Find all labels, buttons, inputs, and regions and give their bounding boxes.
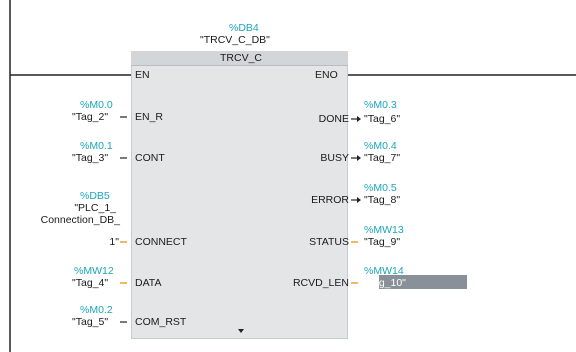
pin-status: STATUS <box>309 236 349 248</box>
arrow-done <box>357 116 361 122</box>
operand-cont-tag[interactable]: "Tag_3" <box>72 152 109 164</box>
operand-connect-tag-line3[interactable]: 1" <box>109 236 119 248</box>
operand-busy-tag[interactable]: "Tag_7" <box>364 152 401 164</box>
block-header <box>131 51 348 66</box>
operand-status-address: %MW13 <box>364 224 404 236</box>
operand-en-r-tag[interactable]: "Tag_2" <box>72 111 109 123</box>
operand-data-address: %MW12 <box>74 265 114 277</box>
operand-com-rst-address: %M0.2 <box>80 304 113 316</box>
pin-com-rst: COM_RST <box>135 316 187 328</box>
operand-data-tag[interactable]: "Tag_4" <box>72 277 109 289</box>
operand-rcvd-len-address: %MW14 <box>364 265 404 277</box>
arrow-busy <box>357 155 361 161</box>
pin-en-r: EN_R <box>135 111 164 123</box>
pin-busy: BUSY <box>320 152 349 164</box>
pin-eno: ENO <box>315 69 338 81</box>
arrow-error <box>357 197 361 203</box>
instance-db-name[interactable]: "TRCV_C_DB" <box>200 34 270 46</box>
operand-status-tag[interactable]: "Tag_9" <box>364 236 401 248</box>
operand-done-tag[interactable]: "Tag_6" <box>364 113 401 125</box>
operand-connect-address: %DB5 <box>80 190 110 202</box>
operand-rcvd-len-selection <box>379 275 467 289</box>
operand-busy-address: %M0.4 <box>364 140 397 152</box>
operand-done-address: %M0.3 <box>364 99 397 111</box>
operand-error-address: %M0.5 <box>364 182 397 194</box>
operand-error-tag[interactable]: "Tag_8" <box>364 194 401 206</box>
pin-en: EN <box>135 69 150 81</box>
pin-cont: CONT <box>135 152 165 164</box>
operand-en-r-address: %M0.0 <box>80 99 113 111</box>
block-type-name: TRCV_C <box>220 52 263 64</box>
pin-connect: CONNECT <box>135 236 187 248</box>
pin-rcvd-len: RCVD_LEN <box>292 277 349 289</box>
pin-data: DATA <box>135 277 162 289</box>
instance-db-address: %DB4 <box>229 22 259 34</box>
operand-connect-tag-line1[interactable]: "PLC_1_ <box>74 202 116 214</box>
operand-com-rst-tag[interactable]: "Tag_5" <box>72 316 109 328</box>
pin-done: DONE <box>318 113 349 125</box>
operand-connect-tag-line2[interactable]: Connection_DB_ <box>40 214 120 226</box>
expand-block-arrow-icon[interactable] <box>238 329 244 333</box>
operand-rcvd-len-tag[interactable]: "Tag_10" <box>364 277 406 289</box>
operand-cont-address: %M0.1 <box>80 140 113 152</box>
pin-error: ERROR <box>311 194 349 206</box>
function-block-trcv-c[interactable] <box>131 51 348 339</box>
